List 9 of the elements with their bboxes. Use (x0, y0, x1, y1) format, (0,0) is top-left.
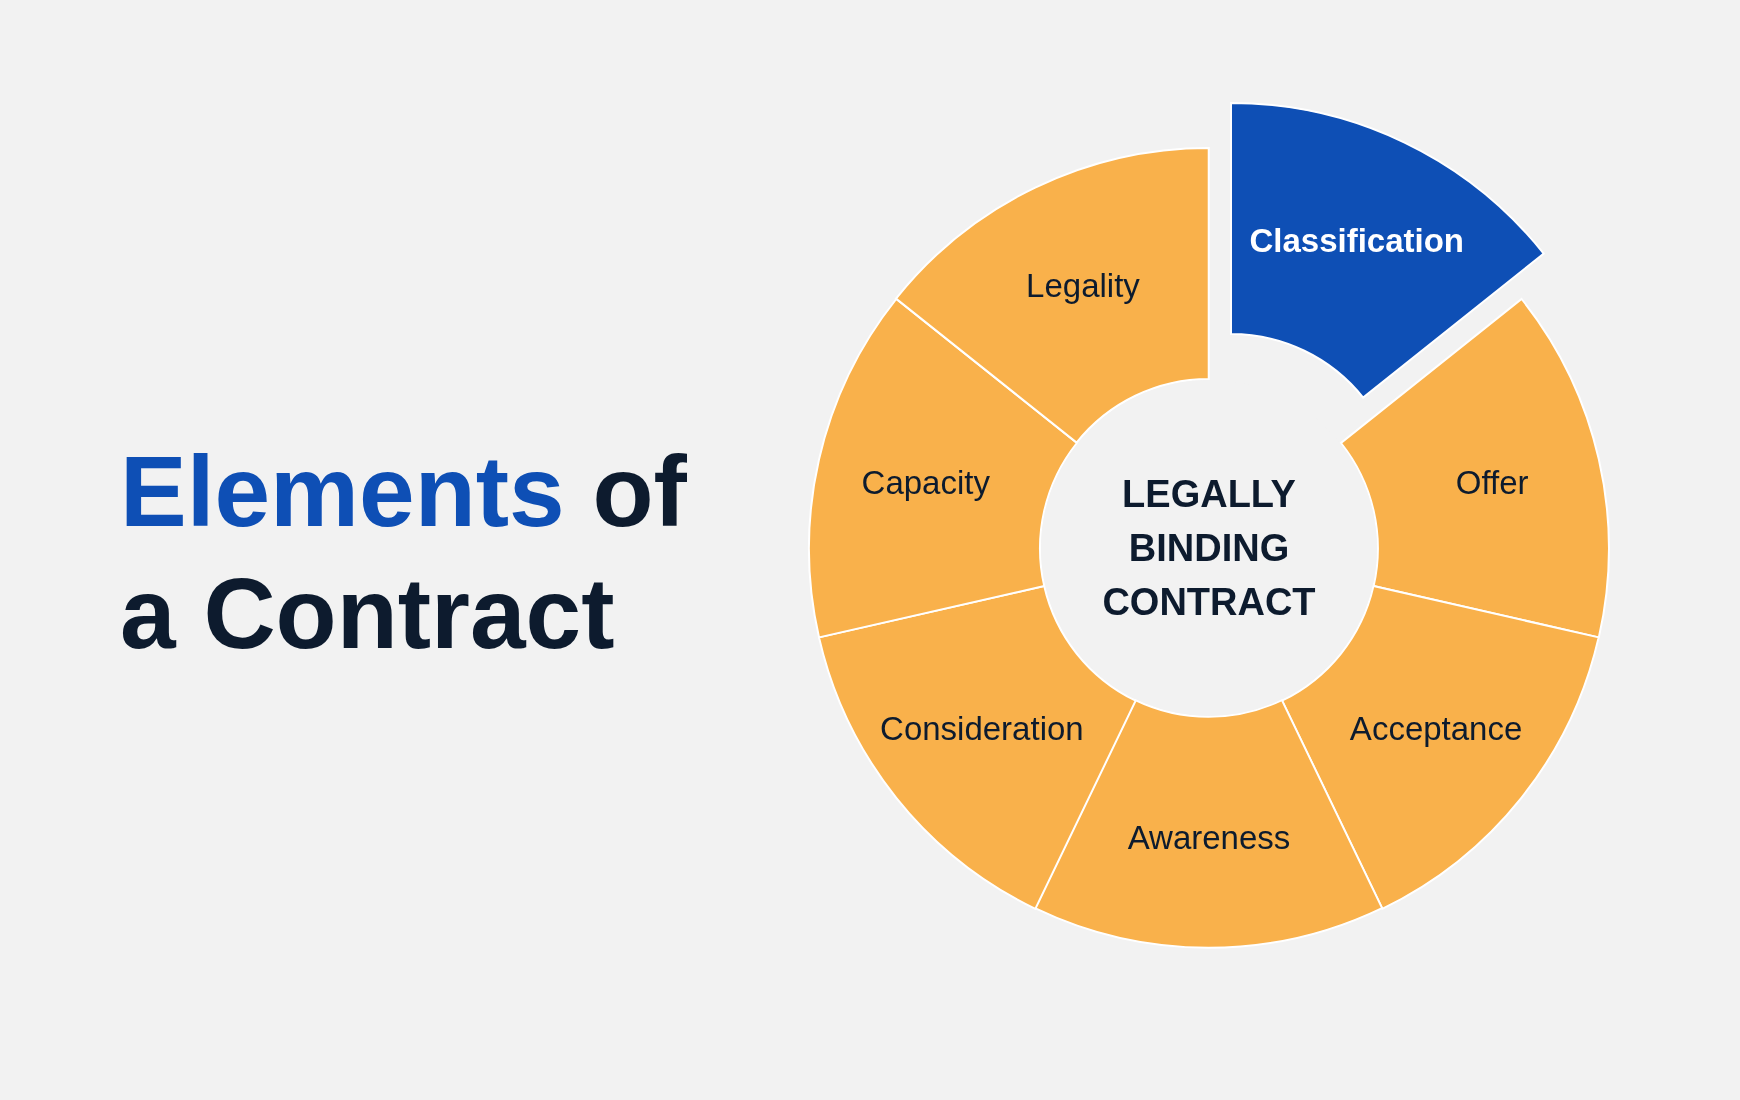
segment-label: Legality (1026, 267, 1140, 306)
segment-label: Acceptance (1349, 710, 1523, 749)
segment-label: Offer (1455, 464, 1529, 503)
page-title: Elements of a Contract (120, 434, 688, 671)
segment-label: Classification (1249, 222, 1464, 261)
center-label: LEGALLY BINDING CONTRACT (1101, 472, 1317, 625)
segment-label: Awareness (1127, 819, 1291, 858)
segment-label: Consideration (880, 710, 1084, 749)
segment-label: Capacity (861, 464, 990, 503)
